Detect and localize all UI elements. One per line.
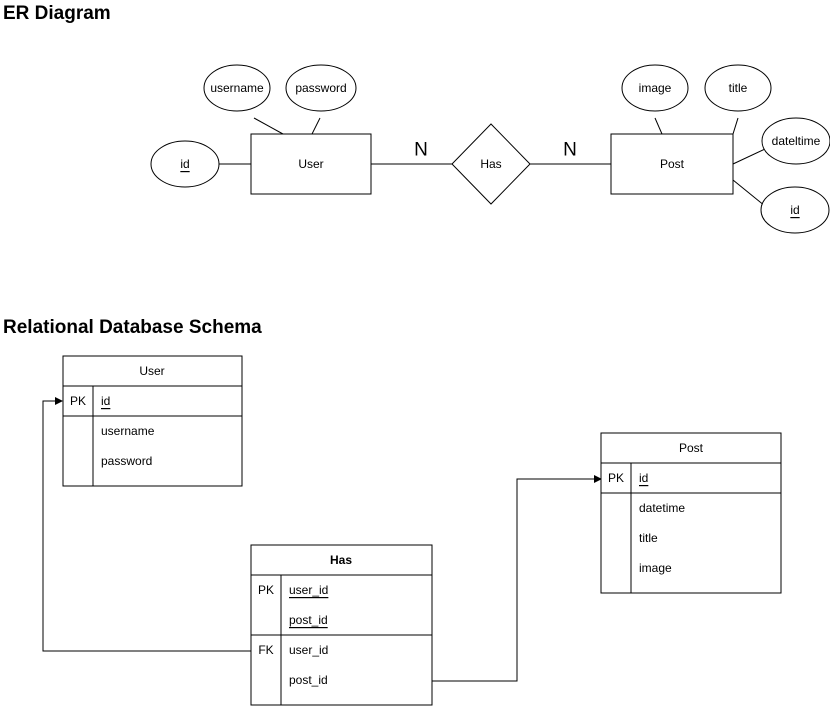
schema-connectors [42, 397, 602, 682]
post-id-label: id [790, 203, 799, 217]
has-table [250, 544, 433, 706]
er-diagram [150, 64, 830, 234]
connector-line [253, 117, 284, 135]
post-title-attribute [704, 64, 772, 112]
has-relationship-label: Has [480, 157, 501, 171]
has-table-fk-field: user_id [289, 643, 328, 657]
user-password-attribute [285, 64, 357, 112]
user-username-attribute [203, 64, 271, 112]
user-table-field: password [101, 454, 152, 468]
user-table-name: User [139, 364, 164, 378]
er-diagram-title: ER Diagram [3, 3, 111, 24]
user-id-label: id [180, 157, 189, 171]
user-entity-label: User [298, 157, 323, 171]
post-datetime-label: dateltime [772, 134, 821, 148]
post-table-name: Post [679, 441, 704, 455]
connector-line [732, 179, 766, 207]
user-table-field: username [101, 424, 155, 438]
schema-title: Relational Database Schema [3, 317, 262, 338]
post-image-attribute [621, 64, 689, 112]
post-table-field: datetime [639, 501, 685, 515]
user-password-label: password [295, 81, 346, 95]
has-relationship [451, 123, 531, 205]
user-username-label: username [210, 81, 264, 95]
has-table-fk-field: post_id [289, 673, 328, 687]
connector-line [311, 117, 321, 135]
post-title-label: title [729, 81, 748, 95]
post-table-field: title [639, 531, 658, 545]
user-entity [250, 133, 372, 195]
post-table [600, 432, 782, 594]
cardinality-left: N [414, 140, 428, 161]
connector-line [732, 117, 739, 135]
post-entity-label: Post [660, 157, 685, 171]
post-table-field: image [639, 561, 672, 575]
post-datetime-attribute [761, 117, 830, 165]
post-entity [610, 133, 734, 195]
connector-line [654, 117, 663, 135]
post-table-pk-field: id [639, 471, 648, 485]
user-table-pk-field: id [101, 394, 110, 408]
post-id-attribute [760, 186, 830, 234]
connector-line [732, 148, 766, 165]
has-table-pk-field: post_id [289, 613, 328, 627]
has-table-fk-label: FK [258, 643, 273, 657]
user-id-attribute [150, 140, 220, 188]
user-table [62, 355, 243, 487]
fk-user-arrow [42, 397, 251, 652]
has-table-pk-field: user_id [289, 583, 328, 597]
er-labels: User Post Has N N id username password i… [180, 81, 820, 217]
fk-post-arrow [432, 475, 602, 682]
has-table-name: Has [330, 553, 352, 567]
cardinality-right: N [563, 140, 577, 161]
user-table-pk-label: PK [70, 394, 86, 408]
post-table-pk-label: PK [608, 471, 624, 485]
post-image-label: image [639, 81, 672, 95]
has-table-pk-label: PK [258, 583, 274, 597]
